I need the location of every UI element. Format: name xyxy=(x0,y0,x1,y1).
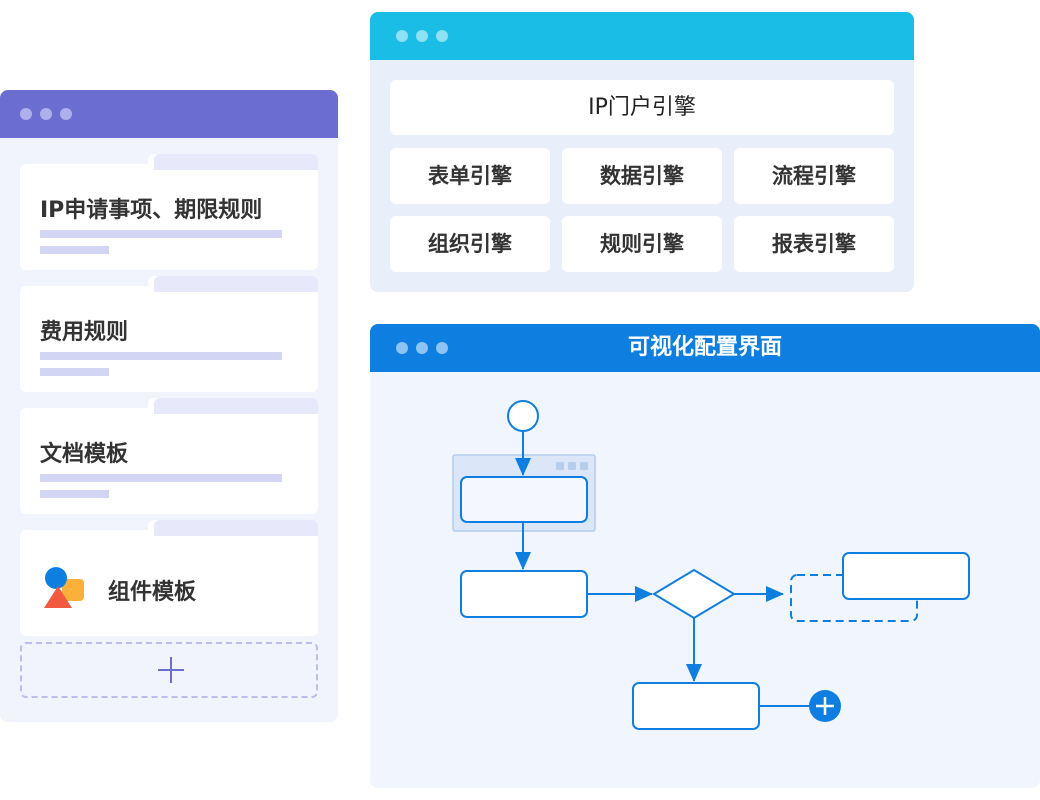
add-template-button[interactable] xyxy=(20,642,318,698)
folder-card-fee-rules[interactable]: 费用规则 xyxy=(20,276,318,392)
folder-tab xyxy=(148,398,318,424)
folder-card-title: IP申请事项、期限规则 xyxy=(40,198,263,223)
rules-templates-window: IP申请事项、期限规则 费用规则 文档模板 组件模板 xyxy=(0,90,338,722)
start-node[interactable] xyxy=(507,400,539,432)
folder-card-ip-rules[interactable]: IP申请事项、期限规则 xyxy=(20,154,318,270)
folder-card-title: 组件模板 xyxy=(108,580,197,605)
placeholder-line xyxy=(40,352,282,360)
config-window-titlebar: 可视化配置界面 xyxy=(370,324,1040,372)
frame-dot-icon xyxy=(556,462,564,470)
frame-dot-icon xyxy=(580,462,588,470)
process-node-1[interactable] xyxy=(460,476,588,523)
engines-window: IP门户引擎 表单引擎 数据引擎 流程引擎 组织引擎 规则引擎 报表引擎 xyxy=(370,12,914,292)
flow-diagram xyxy=(452,400,970,730)
portal-engine-tile[interactable]: IP门户引擎 xyxy=(390,80,894,135)
placeholder-line xyxy=(40,230,282,238)
report-engine-tile[interactable]: 报表引擎 xyxy=(734,216,894,272)
workflow-engine-tile[interactable]: 流程引擎 xyxy=(734,148,894,204)
folder-tab xyxy=(148,154,318,180)
window-dot-icon xyxy=(416,30,428,42)
placeholder-line xyxy=(40,474,282,482)
frame-dot-icon xyxy=(568,462,576,470)
process-node-2[interactable] xyxy=(460,570,588,618)
process-node-4[interactable] xyxy=(632,682,760,730)
window-dot-icon xyxy=(60,108,72,120)
window-dot-icon xyxy=(396,30,408,42)
process-node-3[interactable] xyxy=(842,552,970,600)
rule-engine-tile[interactable]: 规则引擎 xyxy=(562,216,722,272)
visual-config-window: 可视化配置界面 xyxy=(370,324,1040,788)
folder-card-title: 文档模板 xyxy=(40,442,129,467)
folder-card-doc-templates[interactable]: 文档模板 xyxy=(20,398,318,514)
plus-circle-icon[interactable] xyxy=(809,690,841,722)
folder-card-title: 费用规则 xyxy=(40,320,129,345)
placeholder-line xyxy=(40,368,109,376)
folder-card-component-templates[interactable]: 组件模板 xyxy=(20,520,318,636)
left-window-titlebar xyxy=(0,90,338,138)
form-engine-tile[interactable]: 表单引擎 xyxy=(390,148,550,204)
engines-window-titlebar xyxy=(370,12,914,60)
window-dot-icon xyxy=(436,342,448,354)
window-dot-icon xyxy=(436,30,448,42)
decision-node[interactable] xyxy=(652,568,736,620)
folder-tab xyxy=(148,520,318,546)
window-dot-icon xyxy=(396,342,408,354)
placeholder-line xyxy=(40,490,109,498)
config-window-title: 可视化配置界面 xyxy=(627,335,782,360)
window-dot-icon xyxy=(416,342,428,354)
folder-tab xyxy=(148,276,318,302)
shapes-icon xyxy=(44,567,84,608)
window-dot-icon xyxy=(20,108,32,120)
org-engine-tile[interactable]: 组织引擎 xyxy=(390,216,550,272)
data-engine-tile[interactable]: 数据引擎 xyxy=(562,148,722,204)
placeholder-line xyxy=(40,246,109,254)
window-dot-icon xyxy=(40,108,52,120)
